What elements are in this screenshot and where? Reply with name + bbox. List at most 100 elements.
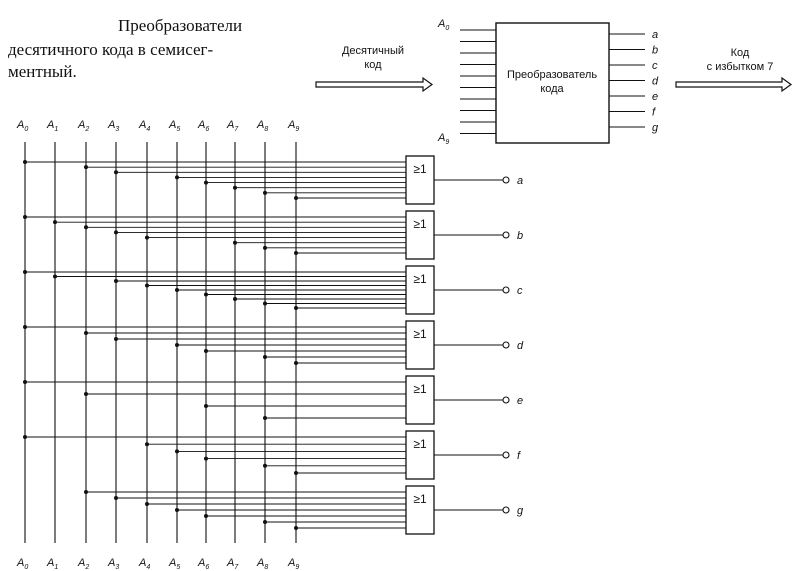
output-label-b: b xyxy=(517,230,523,242)
output-arrow xyxy=(675,76,793,93)
junction-dot xyxy=(175,343,179,347)
input-label-A9: A9 xyxy=(287,119,299,133)
or-gate-d xyxy=(405,320,435,370)
junction-dot xyxy=(233,240,237,245)
input-label-bottom-A7: A7 xyxy=(226,557,239,571)
input-label-bottom-A5: A5 xyxy=(168,557,180,571)
junction-dot xyxy=(263,520,267,524)
or-gate-g xyxy=(405,485,435,535)
junction-dot xyxy=(294,196,298,200)
gate-circuit: A0A0A1A1A2A2A3A3A4A4A5A5A6A6A7A7A8A8A9A9… xyxy=(16,119,524,571)
input-label-A7: A7 xyxy=(226,119,239,133)
junction-dot xyxy=(84,490,88,494)
input-label-bottom-A6: A6 xyxy=(197,557,209,571)
converter-output-label-b: b xyxy=(652,45,658,57)
junction-dot xyxy=(263,301,267,306)
junction-dot xyxy=(294,471,298,475)
converter-output-label-f: f xyxy=(652,107,656,119)
or-gate-symbol: ≥1 xyxy=(413,272,427,286)
junction-dot xyxy=(294,306,298,310)
output-label-d: d xyxy=(517,340,524,352)
input-label-bottom-A1: A1 xyxy=(46,557,58,571)
junction-dot xyxy=(294,526,298,530)
output-label-g: g xyxy=(517,505,524,517)
input-label-A3: A3 xyxy=(107,119,119,133)
junction-dot xyxy=(84,225,88,230)
junction-dot xyxy=(145,502,149,506)
junction-dot xyxy=(263,416,267,420)
or-gate-e xyxy=(405,375,435,425)
junction-dot xyxy=(145,235,149,240)
output-terminal-d xyxy=(502,341,510,349)
input-label-bottom-A9: A9 xyxy=(287,557,299,571)
output-arrow-label-2: с избытком 7 xyxy=(707,61,774,73)
junction-dot xyxy=(204,514,208,518)
output-terminal-c xyxy=(502,286,510,294)
junction-dot xyxy=(114,230,118,235)
junction-dot xyxy=(23,435,27,439)
output-arrow-label-1: Код xyxy=(731,47,750,59)
input-label-bottom-A8: A8 xyxy=(256,557,268,571)
junction-dot xyxy=(175,288,179,292)
junction-dot xyxy=(23,380,27,384)
or-gate-a xyxy=(405,155,435,205)
junction-dot xyxy=(175,449,179,454)
output-label-f: f xyxy=(517,450,521,462)
input-label-A0: A0 xyxy=(16,119,28,133)
input-label-bottom-A3: A3 xyxy=(107,557,119,571)
converter-output-label-a: a xyxy=(652,29,658,41)
junction-dot xyxy=(114,496,118,500)
title-line-1: Преобразователи xyxy=(118,16,243,35)
converter-output-label-c: c xyxy=(652,60,658,72)
or-gate-symbol: ≥1 xyxy=(413,162,427,176)
input-label-bottom-A4: A4 xyxy=(138,557,150,571)
input-label-bottom-A2: A2 xyxy=(77,557,89,571)
or-gate-symbol: ≥1 xyxy=(413,217,427,231)
or-gate-c xyxy=(405,265,435,315)
output-terminal-b xyxy=(502,231,510,239)
converter-label-2: кода xyxy=(540,83,564,95)
junction-dot xyxy=(204,292,208,297)
junction-dot xyxy=(204,456,208,461)
junction-dot xyxy=(84,392,88,396)
converter-output-label-d: d xyxy=(652,76,659,88)
junction-dot xyxy=(263,190,267,195)
junction-dot xyxy=(145,283,149,288)
or-gate-symbol: ≥1 xyxy=(413,382,427,396)
converter-input-label-bottom: A9 xyxy=(437,132,449,146)
junction-dot xyxy=(204,404,208,408)
junction-dot xyxy=(84,165,88,170)
junction-dot xyxy=(53,220,57,225)
junction-dot xyxy=(233,185,237,190)
input-label-A2: A2 xyxy=(77,119,89,133)
junction-dot xyxy=(263,463,267,468)
junction-dot xyxy=(204,349,208,353)
junction-dot xyxy=(114,337,118,341)
junction-dot xyxy=(294,251,298,255)
converter-label-1: Преобразователь xyxy=(507,69,597,81)
or-gate-symbol: ≥1 xyxy=(413,437,427,451)
junction-dot xyxy=(204,180,208,185)
or-gate-symbol: ≥1 xyxy=(413,492,427,506)
input-arrow-label-1: Десятичный xyxy=(342,45,404,57)
junction-dot xyxy=(114,170,118,175)
converter-inputs xyxy=(460,29,496,134)
junction-dot xyxy=(53,274,57,279)
converter-box xyxy=(495,22,610,144)
junction-dot xyxy=(23,325,27,329)
output-terminal-e xyxy=(502,396,510,404)
junction-dot xyxy=(233,297,237,301)
title-line-2: десятичного кода в семисег- xyxy=(8,40,214,59)
input-label-A1: A1 xyxy=(46,119,58,133)
junction-dot xyxy=(263,355,267,359)
output-terminal-g xyxy=(502,506,510,514)
output-label-a: a xyxy=(517,175,523,187)
or-gate-symbol: ≥1 xyxy=(413,327,427,341)
junction-dot xyxy=(114,279,118,283)
junction-dot xyxy=(145,442,149,447)
converter-output-label-e: e xyxy=(652,91,658,103)
input-label-A8: A8 xyxy=(256,119,268,133)
title-line-3: ментный. xyxy=(8,62,77,81)
